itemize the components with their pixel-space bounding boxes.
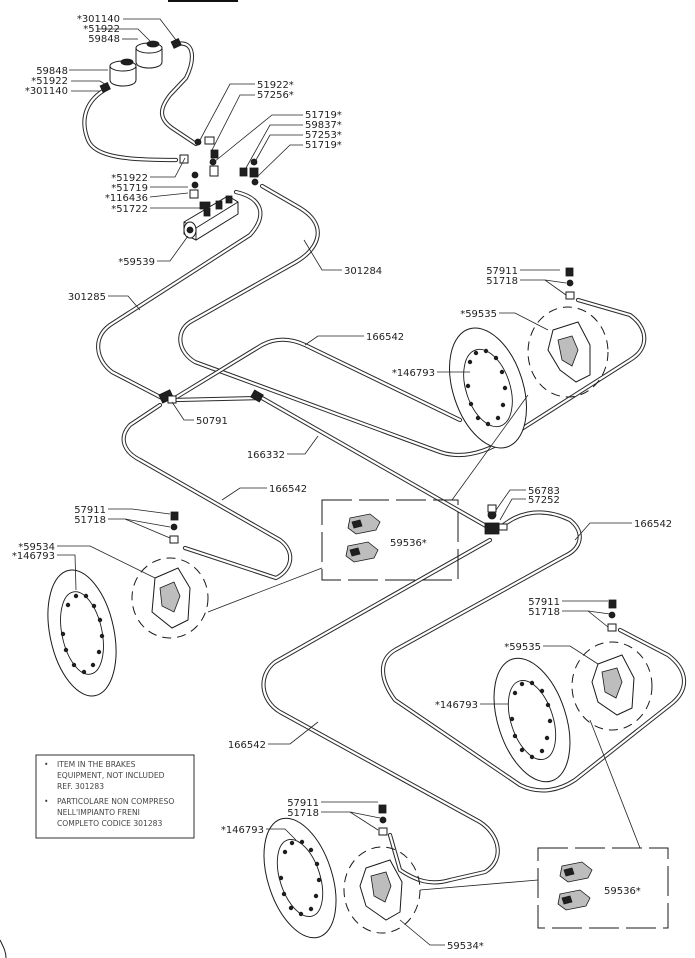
label-tee-right-washer: 57252	[528, 495, 560, 506]
label-top-union-a: 57256*	[257, 90, 294, 101]
label-lf-washer: 51718	[74, 515, 106, 526]
label-top-bleeder: 59837*	[305, 120, 342, 131]
legend-it-line-2: NELL'IMPIANTO FRENI	[57, 808, 140, 817]
label-mc-banjo: *51722	[111, 204, 148, 215]
label-tee-right-union: 56783	[528, 486, 560, 497]
label-pipe-301284: 301284	[344, 266, 382, 277]
label-pads-upper: 59536*	[390, 538, 427, 549]
svg-text:•: •	[44, 797, 48, 806]
label-res1-nut: *301140	[77, 14, 120, 25]
label-lr-caliper: 59534*	[447, 941, 484, 952]
page-corner-mark	[0, 939, 7, 958]
pad-box-connectors	[207, 394, 641, 891]
label-pipe-166542-mid: 166542	[269, 484, 307, 495]
legend-en-line-3: REF. 301283	[57, 782, 104, 791]
part-labels: *301140 *51922 59848 59848 *51922 *30114…	[12, 14, 672, 952]
label-pads-lower: 59536*	[604, 886, 641, 897]
label-rr-disc: *146793	[435, 700, 478, 711]
legend-it-line-3: COMPLETO CODICE 301283	[57, 819, 163, 828]
label-rf-caliper: *59535	[460, 309, 497, 320]
label-rr-caliper: *59535	[504, 642, 541, 653]
label-top-washer-a: 51922*	[257, 80, 294, 91]
leader-lines	[57, 18, 632, 946]
label-top-washer-c: 51719*	[305, 140, 342, 151]
pads-box-upper	[321, 499, 459, 581]
legend-en-line-1: ITEM IN THE BRAKES	[57, 760, 136, 769]
label-pipe-166332: 166332	[247, 450, 285, 461]
label-pipe-166542-top: 166542	[366, 332, 404, 343]
label-rr-screw: 57911	[528, 597, 560, 608]
legend-it-line-1: PARTICOLARE NON COMPRESO	[57, 797, 174, 806]
label-master-cylinder: *59539	[118, 257, 155, 268]
fittings-top	[179, 136, 259, 210]
label-res1-reservoir: 59848	[88, 34, 120, 45]
label-lf-screw: 57911	[74, 505, 106, 516]
label-mc-union: *116436	[105, 193, 148, 204]
right-front-wheel-brake	[449, 267, 609, 449]
label-top-washer-b: 51719*	[305, 110, 342, 121]
label-res2-washer: *51922	[31, 76, 68, 87]
label-top-union-b: 57253*	[305, 130, 342, 141]
label-pipe-301285: 301285	[68, 292, 106, 303]
label-res1-washer: *51922	[83, 24, 120, 35]
tee-right	[484, 504, 508, 535]
left-rear-wheel-brake	[263, 804, 421, 939]
reservoir-front	[99, 58, 137, 93]
label-lf-disc: *146793	[12, 551, 55, 562]
label-tee-left: 50791	[196, 416, 228, 427]
legend-box: • ITEM IN THE BRAKES EQUIPMENT, NOT INCL…	[35, 754, 195, 839]
master-cylinder	[183, 195, 239, 241]
label-lr-disc: *146793	[221, 825, 264, 836]
label-mc-washer-a: *51922	[111, 173, 148, 184]
label-mc-washer-b: *51719	[111, 183, 148, 194]
label-res2-nut: *301140	[25, 86, 68, 97]
label-rf-screw: 57911	[486, 266, 518, 277]
label-lr-washer: 51718	[287, 808, 319, 819]
label-rf-washer: 51718	[486, 276, 518, 287]
right-rear-wheel-brake	[493, 599, 653, 783]
label-rr-washer: 51718	[528, 607, 560, 618]
label-pipe-166542-low: 166542	[228, 740, 266, 751]
legend-en-line-2: EQUIPMENT, NOT INCLUDED	[57, 771, 165, 780]
label-lf-caliper: *59534	[18, 542, 55, 553]
label-rf-disc: *146793	[392, 368, 435, 379]
label-lr-screw: 57911	[287, 798, 319, 809]
label-pipe-166542-right: 166542	[634, 519, 672, 530]
left-front-wheel-brake	[47, 511, 209, 697]
tee-left	[158, 389, 264, 404]
label-res2-reservoir: 59848	[36, 66, 68, 77]
svg-text:•: •	[44, 760, 48, 769]
pads-box-lower	[537, 847, 669, 929]
reservoir-rear	[135, 38, 182, 69]
